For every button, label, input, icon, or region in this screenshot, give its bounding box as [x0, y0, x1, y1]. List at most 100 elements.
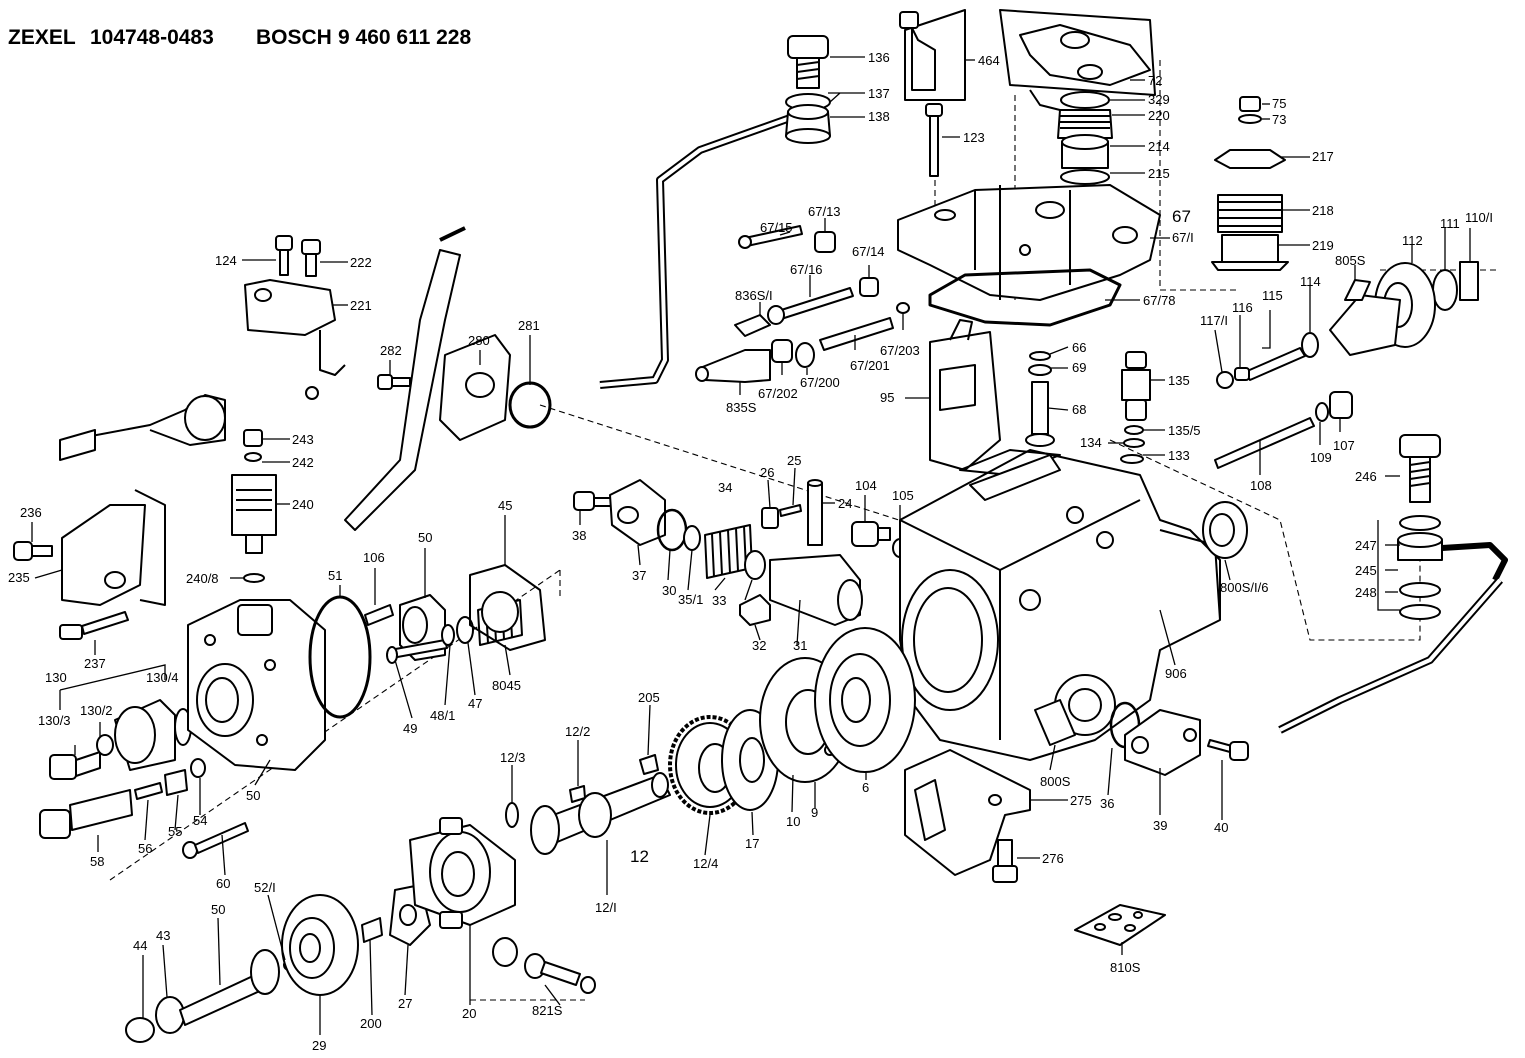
label-135: 135 — [1168, 373, 1190, 388]
label-282: 282 — [380, 343, 402, 358]
label-67-78: 67/78 — [1143, 293, 1176, 308]
label-134: 134 — [1080, 435, 1102, 450]
label-219: 219 — [1312, 238, 1334, 253]
label-236: 236 — [20, 505, 42, 520]
label-67: 67 — [1172, 207, 1191, 226]
label-329: 329 — [1148, 92, 1170, 107]
label-821s: 821S — [532, 1003, 563, 1018]
washer-67-200 — [795, 342, 815, 368]
label-276: 276 — [1042, 851, 1064, 866]
spring-assembly-220 — [1029, 89, 1113, 139]
label-52-1: 52/I — [254, 880, 276, 895]
label-47: 47 — [468, 696, 482, 711]
cover-45 — [469, 564, 546, 651]
label-68: 68 — [1072, 402, 1086, 417]
fuel-return-pipe — [599, 114, 792, 389]
label-130-2: 130/2 — [80, 703, 113, 718]
label-58: 58 — [90, 854, 104, 869]
label-800s: 800S — [1040, 774, 1071, 789]
washer-248 — [1399, 582, 1441, 620]
label-12-3: 12/3 — [500, 750, 525, 765]
label-67-201: 67/201 — [850, 358, 890, 373]
label-205: 205 — [638, 690, 660, 705]
o-ring-134 — [1123, 438, 1145, 448]
header-brand-1: ZEXEL — [8, 26, 76, 49]
label-137: 137 — [868, 86, 890, 101]
screw-60 — [182, 822, 249, 859]
label-32: 32 — [752, 638, 766, 653]
pin-25 — [779, 504, 802, 517]
label-12: 12 — [630, 847, 649, 866]
header-brand-2: BOSCH — [256, 26, 332, 49]
washer-43 — [155, 996, 185, 1034]
label-115: 115 — [1262, 288, 1283, 303]
plug-104 — [851, 521, 891, 547]
label-133: 133 — [1168, 448, 1190, 463]
fuel-pipe-right — [1278, 577, 1504, 734]
spring-106 — [364, 604, 394, 626]
cap-117-1 — [1216, 371, 1234, 389]
label-55: 55 — [168, 824, 182, 839]
label-836s-1: 836S/I — [735, 288, 773, 303]
leader-lines — [31, 56, 1471, 1035]
label-12-4: 12/4 — [693, 856, 718, 871]
washer-135-5 — [1124, 425, 1144, 435]
sensor-240 — [59, 394, 277, 554]
label-37: 37 — [632, 568, 646, 583]
seal-800s-1-6 — [1202, 501, 1248, 559]
lever-280 — [344, 226, 511, 531]
label-124: 124 — [215, 253, 237, 268]
cover-29 — [281, 894, 359, 996]
o-ring-66 — [1029, 351, 1051, 361]
washer-69 — [1028, 364, 1052, 376]
sleeve-219 — [1211, 234, 1289, 271]
label-34: 34 — [718, 480, 732, 495]
label-117-1: 117/I — [1200, 313, 1228, 328]
screw-67-15 — [738, 225, 803, 249]
o-ring-67-203 — [896, 302, 910, 314]
label-50-c: 50 — [211, 902, 225, 917]
label-10: 10 — [786, 814, 800, 829]
screw-67-16 — [767, 287, 854, 325]
label-67-203: 67/203 — [880, 343, 920, 358]
key-205 — [639, 754, 659, 775]
governor-lever-72 — [999, 9, 1156, 96]
bracket-275 — [904, 749, 1031, 876]
solenoid-stop-836s-1 — [734, 314, 771, 337]
banjo-fitting-245 — [1397, 532, 1508, 582]
screw-116 — [1234, 367, 1250, 381]
label-222: 222 — [350, 255, 372, 270]
cover-gasket-67-78 — [928, 268, 1122, 327]
label-26: 26 — [760, 465, 774, 480]
label-67-15: 67/15 — [760, 220, 793, 235]
shaft-115 — [1244, 347, 1306, 381]
label-67-1: 67/I — [1172, 230, 1194, 245]
label-104: 104 — [855, 478, 877, 493]
label-60: 60 — [216, 876, 230, 891]
label-138: 138 — [868, 109, 890, 124]
label-130-3: 130/3 — [38, 713, 71, 728]
label-20: 20 — [462, 1006, 476, 1021]
label-75: 75 — [1272, 96, 1286, 111]
label-110-1: 110/I — [1465, 210, 1493, 225]
label-9: 9 — [811, 805, 818, 820]
label-281: 281 — [518, 318, 540, 333]
label-240-8: 240/8 — [186, 571, 219, 586]
label-25: 25 — [787, 453, 801, 468]
label-67-200: 67/200 — [800, 375, 840, 390]
bracket-110-1 — [1459, 261, 1479, 301]
label-105: 105 — [892, 488, 914, 503]
label-215: 215 — [1148, 166, 1170, 181]
washer-130-2 — [96, 734, 114, 756]
label-200: 200 — [360, 1016, 382, 1031]
label-27: 27 — [398, 996, 412, 1011]
spring-218 — [1217, 194, 1283, 233]
label-72: 72 — [1148, 73, 1162, 88]
label-116: 116 — [1232, 300, 1253, 315]
bracket-464 — [899, 9, 966, 101]
label-43: 43 — [156, 928, 170, 943]
screw-236 — [13, 541, 53, 561]
label-67-14: 67/14 — [852, 244, 885, 259]
label-246: 246 — [1355, 469, 1377, 484]
screw-124 — [275, 235, 293, 276]
